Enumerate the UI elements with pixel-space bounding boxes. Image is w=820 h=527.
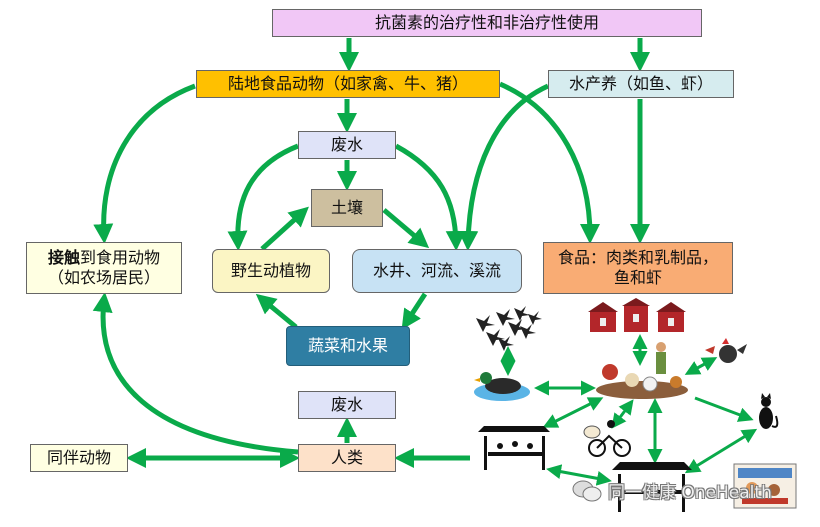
watermark: 同一健康 OneHealth [572,478,772,503]
arrow-land-to-contact [93,83,196,244]
cat-icon [759,393,779,429]
arrow-waste-to-water [394,143,466,251]
soil-box: 土壤 [311,189,383,227]
arrow-farm-rooster [684,357,718,375]
contact-bold-text: 接触 [47,248,80,267]
wastewater-lower-label: 废水 [330,395,363,414]
arrow-farm-cyclist [611,399,634,429]
antibiotic-use-label: 抗菌素的治疗性和非治疗性使用 [374,13,599,32]
land-food-animals-box: 陆地食品动物（如家禽、牛、猪） [196,70,500,98]
aquaculture-label: 水产养（如鱼、虾） [568,74,713,93]
arrow-stall-foodmarket [546,464,612,486]
wastewater-lower-box: 废水 [298,391,396,419]
vegetables-fruits-label: 蔬菜和水果 [307,336,388,355]
arrow-farm-stall [542,397,604,428]
animal-contact-line1: 接触到食用动物 [48,248,160,268]
land-food-animals-label: 陆地食品动物（如家禽、牛、猪） [227,74,468,93]
arrow-veg-to-wild [255,293,298,329]
wastewater-upper-box: 废水 [298,131,396,159]
cyclist-icon [583,420,631,457]
arrow-cyclist-kitchen [684,428,758,474]
wechat-icon [572,480,602,501]
wildlife-label: 野生动植物 [230,261,311,280]
soil-label: 土壤 [330,198,363,217]
watermark-text: 同一健康 OneHealth [608,483,772,503]
aquaculture-box: 水产养（如鱼、虾） [548,70,734,98]
kitchen-icon [733,463,797,509]
arrow-wild-to-soil [260,206,309,251]
companion-animals-label: 同伴动物 [46,448,111,467]
market-stall-icon [478,426,550,470]
arrow-water-to-veg [401,292,428,330]
animal-contact-line2: （如农场居民） [47,268,160,287]
wastewater-upper-label: 废水 [330,135,363,154]
antibiotic-use-box: 抗菌素的治疗性和非治疗性使用 [272,9,702,37]
contact-rest-text: 到食用动物 [80,248,161,267]
water-bodies-label: 水井、河流、溪流 [372,261,501,280]
farm-animals-icon [596,342,688,399]
food-products-line2: 鱼和虾 [613,268,662,287]
animal-contact-box: 接触到食用动物 （如农场居民） [26,242,182,294]
arrow-human-to-contact [92,292,299,455]
food-market-icon [612,462,692,512]
flow-arrows [92,38,650,468]
food-products-box: 食品：肉类和乳制品， 鱼和虾 [543,242,733,294]
water-bodies-box: 水井、河流、溪流 [352,249,522,293]
vegetables-fruits-box: 蔬菜和水果 [286,326,410,366]
humans-box: 人类 [298,444,396,472]
rooster-icon [705,338,747,363]
birds-icon [476,306,542,351]
duck-icon [474,372,530,401]
wildlife-box: 野生动植物 [212,249,330,293]
food-products-line1: 食品：肉类和乳制品， [557,248,718,267]
arrow-aqua-to-water [458,83,550,251]
arrow-waste-to-wild [227,143,299,251]
arrow-land-to-food [499,81,600,244]
arrow-soil-to-water [382,208,430,249]
humans-label: 人类 [330,448,363,467]
arrow-farm-cat [694,396,754,422]
illustration-arrows [500,334,758,486]
companion-animals-box: 同伴动物 [30,444,128,472]
barns-icon [588,298,686,332]
